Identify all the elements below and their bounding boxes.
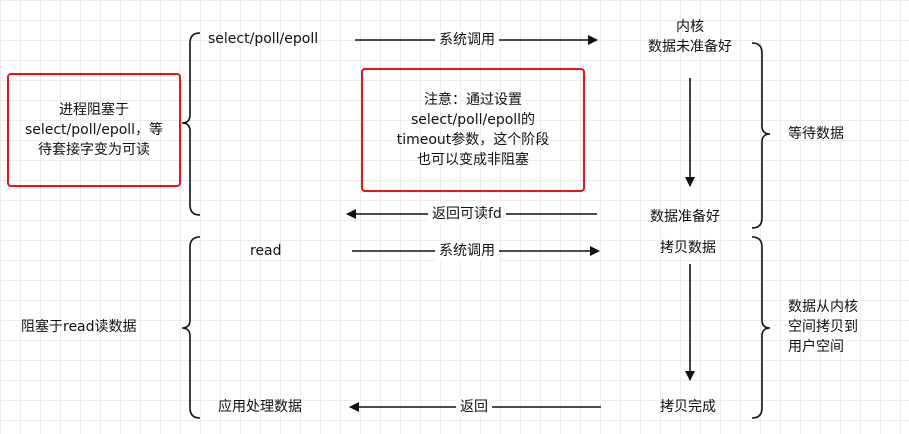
syscall-1-label: 系统调用 [435, 30, 499, 50]
left-phase1-box: 进程阻塞于select/poll/epoll，等待套接字变为可读 [7, 73, 181, 187]
kernel-copy-data-label: 拷贝数据 [660, 240, 716, 256]
copy-to-user-label: 数据从内核空间拷贝到用户空间 [788, 299, 858, 355]
return-label: 返回 [456, 397, 492, 417]
note-box: 注意：通过设置select/poll/epoll的timeout参数，这个阶段也… [361, 68, 585, 192]
select-call-label: select/poll/epoll [208, 31, 319, 47]
kernel-copy-done-label: 拷贝完成 [660, 399, 716, 415]
kernel-not-ready-label: 内核 数据未准备好 [648, 19, 732, 55]
left-phase1-label: 进程阻塞于select/poll/epoll，等待套接字变为可读 [24, 102, 164, 158]
wait-data-label: 等待数据 [788, 126, 844, 142]
read-call-label: read [250, 243, 282, 259]
left-brace-bottom [181, 236, 201, 419]
return-readable-fd-label: 返回可读fd [428, 204, 506, 224]
left-phase2-label: 阻塞于read读数据 [21, 319, 137, 335]
process-data-label: 应用处理数据 [218, 399, 302, 415]
right-brace-bottom [751, 236, 771, 419]
syscall-2-label: 系统调用 [435, 241, 499, 261]
left-brace-top [181, 32, 201, 216]
kernel-ready-label: 数据准备好 [650, 209, 720, 225]
right-brace-top [751, 42, 771, 229]
note-text: 注意：通过设置select/poll/epoll的timeout参数，这个阶段也… [396, 92, 550, 168]
